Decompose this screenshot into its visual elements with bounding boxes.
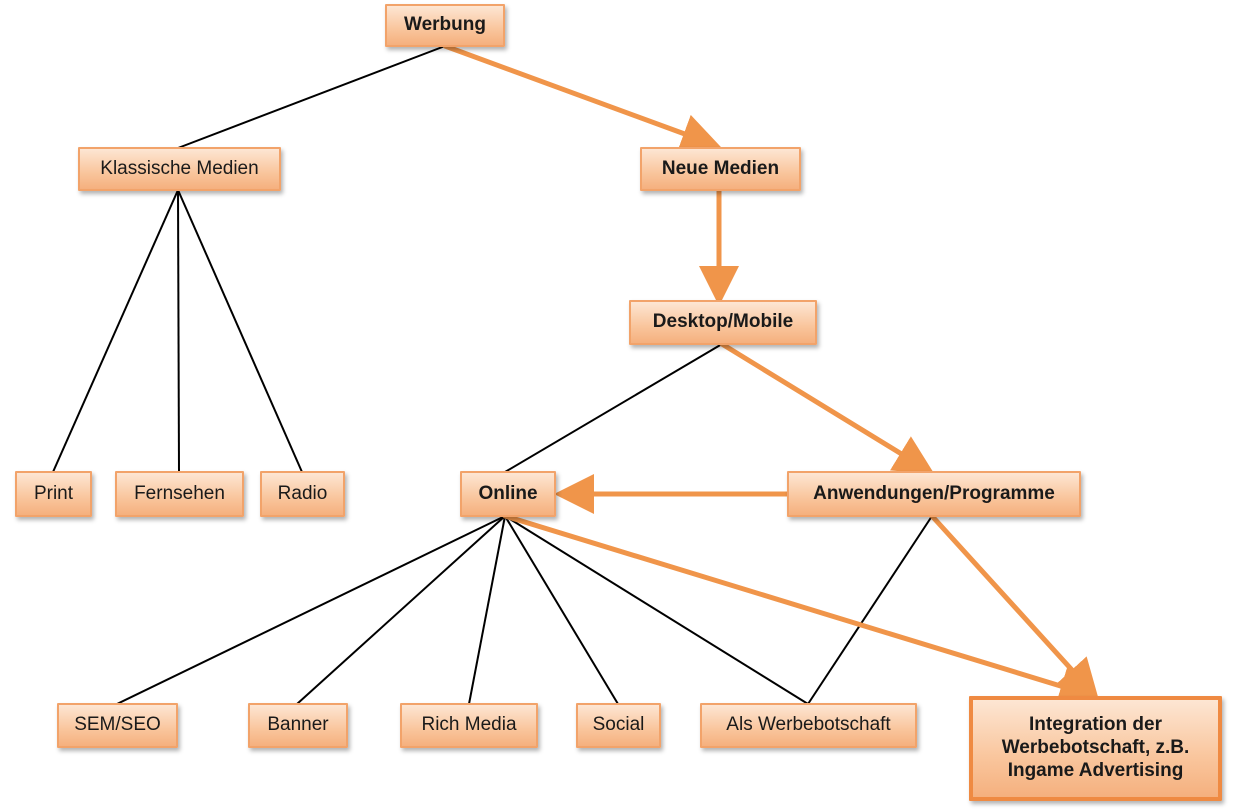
integration-line-3: Ingame Advertising bbox=[1007, 759, 1184, 781]
node-neue-medien: Neue Medien bbox=[640, 147, 801, 191]
edge-online-richmedia bbox=[468, 515, 506, 705]
arrow-anwendungen-integration bbox=[929, 513, 1099, 700]
integration-line-1: Integration der bbox=[1028, 714, 1162, 736]
node-als-werbebotschaft: Als Werbebotschaft bbox=[700, 703, 917, 748]
integration-line-2: Werbebotschaft, z.B. bbox=[1001, 737, 1190, 759]
edge-desktop-online bbox=[504, 343, 723, 473]
arrow-desktop-anwendungen bbox=[719, 341, 935, 475]
edge-klassische-radio bbox=[177, 189, 303, 473]
node-sem-seo: SEM/SEO bbox=[57, 703, 178, 748]
node-social: Social bbox=[576, 703, 661, 748]
node-online: Online bbox=[460, 471, 556, 517]
edge-online-social bbox=[504, 515, 619, 705]
node-radio: Radio bbox=[260, 471, 345, 517]
arrow-online-integration bbox=[502, 513, 1100, 706]
node-werbung: Werbung bbox=[385, 4, 505, 47]
edge-online-alswerbe bbox=[504, 515, 809, 705]
node-fernsehen: Fernsehen bbox=[115, 471, 244, 517]
plain-edges bbox=[52, 45, 933, 705]
edge-online-sem bbox=[116, 515, 506, 705]
edge-klassische-fernsehen bbox=[177, 189, 180, 473]
node-desktop-mobile: Desktop/Mobile bbox=[629, 300, 817, 345]
edge-online-banner bbox=[296, 515, 506, 705]
node-banner: Banner bbox=[248, 703, 348, 748]
node-rich-media: Rich Media bbox=[400, 703, 538, 748]
edge-werbung-klassische bbox=[177, 45, 446, 149]
arrow-werbung-neue bbox=[442, 43, 722, 153]
highlight-edges bbox=[442, 43, 1100, 706]
node-print: Print bbox=[15, 471, 92, 517]
node-integration-werbebotschaft: Integration der Werbebotschaft, z.B. Ing… bbox=[969, 696, 1222, 801]
node-klassische-medien: Klassische Medien bbox=[78, 147, 281, 191]
node-anwendungen-programme: Anwendungen/Programme bbox=[787, 471, 1081, 517]
edge-klassische-print bbox=[52, 189, 179, 473]
edge-anwendungen-alswerbe bbox=[807, 515, 933, 705]
